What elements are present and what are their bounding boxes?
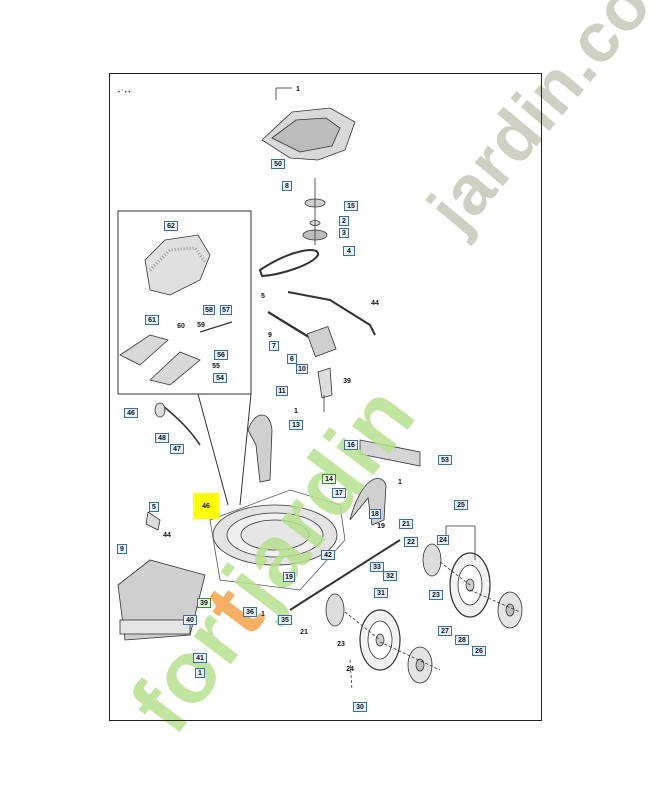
callout-label-32: 32 xyxy=(383,571,397,581)
callout-label-53: 53 xyxy=(438,455,452,465)
diagram-frame xyxy=(109,73,542,721)
callout-label-2: 2 xyxy=(339,216,349,226)
callout-label-10: 10 xyxy=(296,364,308,374)
belt-part xyxy=(258,249,319,278)
callout-label-56: 56 xyxy=(214,350,228,360)
callout-label-7: 7 xyxy=(269,341,279,351)
callout-label-14: 14 xyxy=(322,474,336,484)
callout-label-36: 36 xyxy=(243,607,257,617)
callout-label-41: 41 xyxy=(193,653,207,663)
callout-label-23: 23 xyxy=(429,590,443,600)
callout-label-17: 17 xyxy=(332,488,346,498)
callout-label-9: 9 xyxy=(117,544,127,554)
callout-label-19: 19 xyxy=(283,572,295,582)
callout-label-1: 1 xyxy=(261,610,265,618)
callout-label-59: 59 xyxy=(197,321,205,329)
callout-label-46: 46 xyxy=(124,408,138,418)
callout-label-35: 35 xyxy=(278,615,292,625)
detail-inset xyxy=(117,210,252,506)
callout-label-11: 11 xyxy=(276,386,288,396)
callout-label-18: 18 xyxy=(369,509,381,519)
callout-label-31: 31 xyxy=(374,588,388,598)
callout-label-21: 21 xyxy=(399,519,413,529)
callout-label-54: 54 xyxy=(213,373,227,383)
linkage-rod xyxy=(287,291,376,336)
callout-label-30: 30 xyxy=(353,702,367,712)
callout-label-46: 46 xyxy=(193,493,219,519)
callout-label-3: 3 xyxy=(339,228,349,238)
callout-label-13: 13 xyxy=(289,420,303,430)
callout-label-26: 26 xyxy=(472,646,486,656)
callout-label-39: 39 xyxy=(197,598,211,608)
callout-label-50: 50 xyxy=(271,159,285,169)
callout-label-8: 8 xyxy=(282,181,292,191)
callout-label-57: 57 xyxy=(220,305,232,315)
callout-label-23: 23 xyxy=(337,640,345,648)
callout-label-61: 61 xyxy=(145,315,159,325)
callout-label-4: 4 xyxy=(343,246,355,256)
callout-label-9: 9 xyxy=(268,331,272,339)
rear-bar xyxy=(359,439,421,467)
header-mark: • ' • • xyxy=(118,90,131,96)
callout-label-16: 16 xyxy=(344,440,358,450)
callout-label-21: 21 xyxy=(300,628,308,636)
callout-label-22: 22 xyxy=(404,537,418,547)
callout-label-40: 40 xyxy=(183,615,197,625)
hubcap-rear xyxy=(497,591,523,629)
callout-label-58: 58 xyxy=(203,305,215,315)
callout-label-1: 1 xyxy=(296,85,300,93)
callout-label-5: 5 xyxy=(149,502,159,512)
callout-label-44: 44 xyxy=(371,299,379,307)
callout-label-5: 5 xyxy=(261,292,265,300)
callout-label-42: 42 xyxy=(321,550,335,560)
callout-label-6: 6 xyxy=(287,354,297,364)
callout-label-28: 28 xyxy=(455,635,469,645)
wheel-front-large xyxy=(359,609,401,671)
callout-label-1: 1 xyxy=(294,407,298,415)
callout-label-1: 1 xyxy=(195,668,205,678)
callout-label-24: 24 xyxy=(346,665,354,673)
callout-label-1: 1 xyxy=(398,478,402,486)
callout-label-39: 39 xyxy=(343,377,351,385)
callout-label-60: 60 xyxy=(177,322,185,330)
hubcap-front xyxy=(407,646,433,684)
callout-label-27: 27 xyxy=(438,626,452,636)
callout-label-47: 47 xyxy=(170,444,184,454)
callout-label-19: 19 xyxy=(377,522,385,530)
callout-label-62: 62 xyxy=(164,221,178,231)
callout-label-25: 25 xyxy=(454,500,468,510)
callout-label-24: 24 xyxy=(437,535,449,545)
callout-label-33: 33 xyxy=(370,562,384,572)
inset-lever xyxy=(119,334,169,366)
callout-label-15: 15 xyxy=(344,201,358,211)
callout-label-55: 55 xyxy=(212,362,220,370)
callout-label-44: 44 xyxy=(163,531,171,539)
callout-label-48: 48 xyxy=(155,433,169,443)
inset-cover xyxy=(144,234,211,296)
handle-part xyxy=(247,414,273,483)
